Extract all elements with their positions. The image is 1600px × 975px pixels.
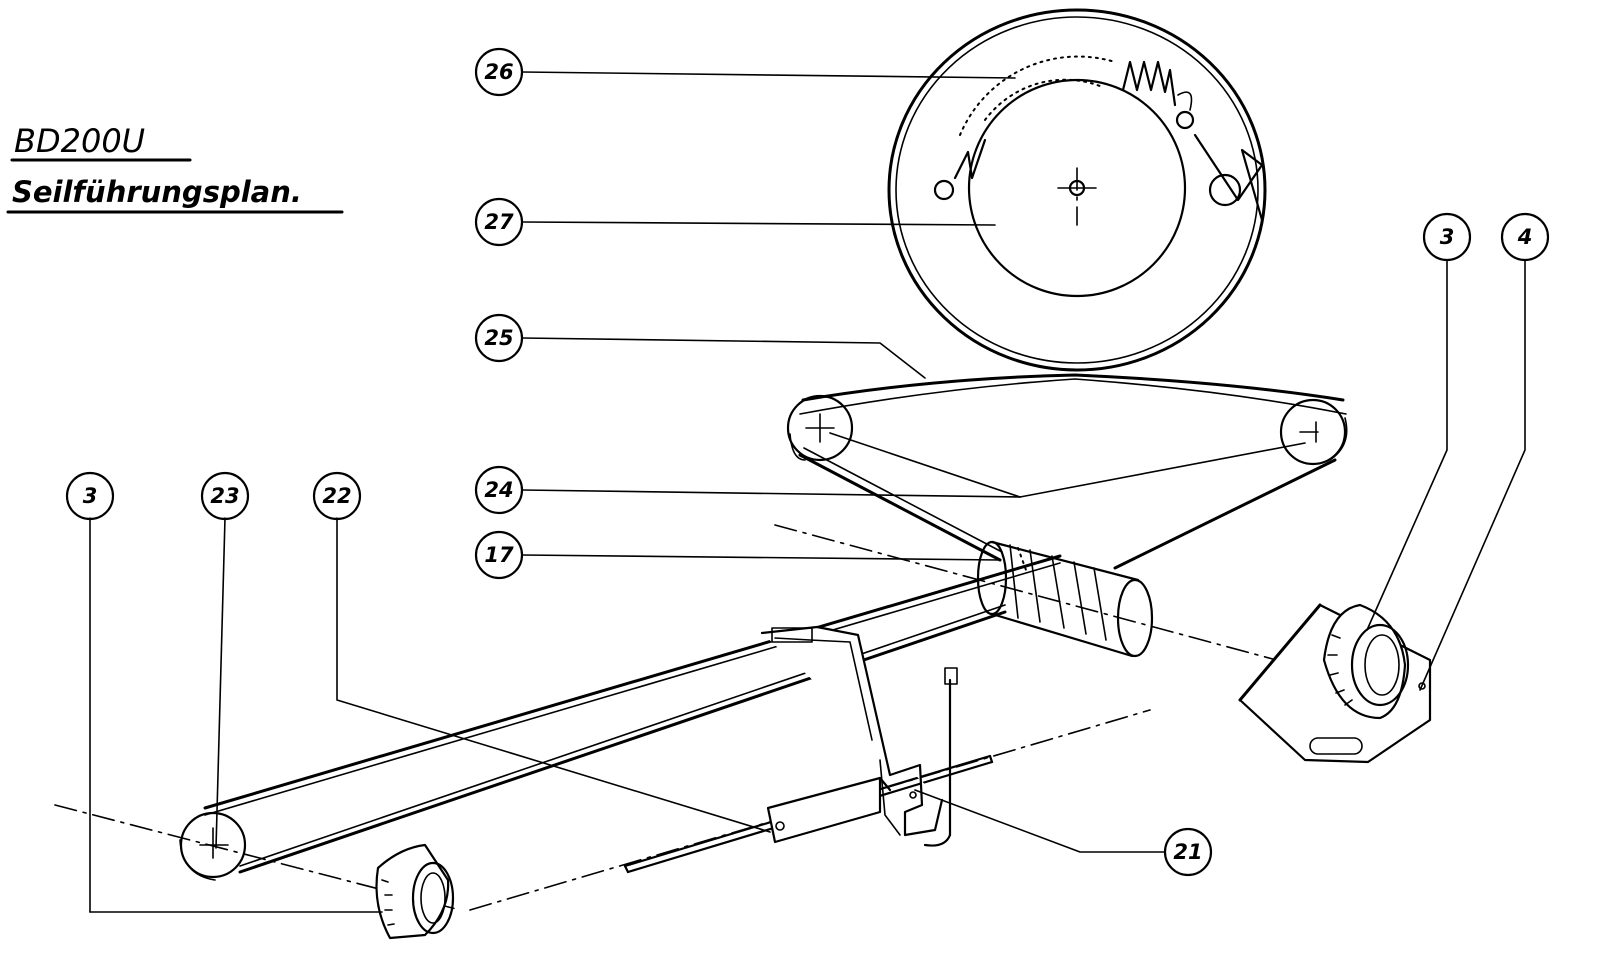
callout-4: 4 [1500,212,1550,262]
leader-25 [521,337,926,379]
leader-24-b [1019,442,1306,498]
drum-cord-dotted-inner [984,78,1101,121]
leader-lines [89,71,1526,913]
callout-22-label: 22 [322,484,351,508]
callout-21: 21 [1163,827,1213,877]
belt-right-descent [1113,458,1337,570]
drum-clip-eye [933,179,955,201]
leader-4 [1419,259,1526,691]
lower-axis-line [54,804,461,911]
leader-21 [914,789,1166,853]
callout-26: 26 [474,47,524,97]
drive-shaft-17 [774,524,1296,666]
pulley-left [786,394,854,462]
dial-cord-loop [179,554,1062,881]
callout-23: 23 [200,471,250,521]
dial-drum [887,8,1267,372]
pulley-right [1279,398,1347,466]
callout-27: 27 [474,197,524,247]
leader-3-right [1366,259,1448,631]
leader-26 [521,71,1016,79]
callout-25: 25 [474,313,524,363]
leader-17 [521,554,1001,561]
belt-pulleys-24 [786,373,1348,570]
cord-upper-run [203,554,1062,810]
knob-left [375,843,455,940]
callout-26-label: 26 [484,60,513,84]
callout-17-label: 17 [484,543,514,567]
callout-24: 24 [474,465,524,515]
callout-3-left: 3 [65,471,115,521]
callout-3-right: 3 [1422,212,1472,262]
shaft-17-axis [774,524,1296,666]
leader-22 [336,517,771,833]
leader-24-a [829,432,1021,498]
callout-27-label: 27 [484,210,514,234]
drum-guide-roller [1208,173,1242,207]
callout-22: 22 [312,471,362,521]
callout-3-right-label: 3 [1440,225,1455,249]
leader-23 [215,517,226,849]
spring-eye [1175,110,1195,130]
model-name: BD200U [14,122,145,160]
knob-right-with-scale [1238,603,1432,764]
leader-27 [521,221,996,226]
drum-outer-rim [887,8,1267,372]
callout-25-label: 25 [484,326,513,350]
belt-left-descent [798,453,1002,562]
pointer-bracket [760,625,944,837]
belt-top-run [801,373,1345,402]
callout-17: 17 [474,530,524,580]
diagram-subtitle: Seilführungsplan. [12,175,302,209]
cord-lower-run [238,610,1007,874]
drum-outer-rim-inner [895,16,1259,364]
callout-24-label: 24 [484,478,513,502]
callout-4-label: 4 [1517,225,1533,249]
drum-cord-loop [1193,133,1264,222]
leader-24 [521,489,1021,498]
callout-23-label: 23 [210,484,239,508]
tension-spring [1121,60,1177,107]
callout-21-label: 21 [1173,840,1202,864]
pointer-carriage [54,625,1151,911]
drum-cord-dotted [959,55,1116,136]
diagram-title: BD200U Seilführungsplan. [6,122,344,214]
drum-clip-spring [953,138,987,180]
callout-3-left-label: 3 [83,484,98,508]
